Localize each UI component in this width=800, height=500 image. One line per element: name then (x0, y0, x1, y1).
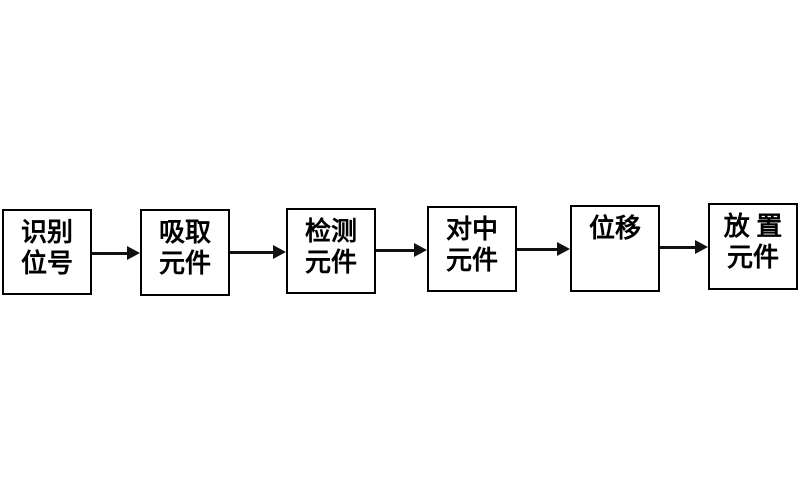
step-label-line: 位号 (20, 249, 73, 278)
step-label-line: 对中 (445, 215, 498, 244)
arrow-shaft (660, 245, 695, 249)
arrow-head-icon (695, 240, 708, 254)
step-label-line: 元件 (158, 249, 211, 278)
step-label-line: 位移 (588, 214, 641, 243)
arrow-shaft (517, 247, 557, 251)
step-box-pick-component: 吸取 元件 (140, 209, 230, 296)
arrow-shaft (230, 250, 273, 254)
flow-arrow-2 (230, 245, 286, 259)
step-label-line: 元件 (726, 243, 779, 272)
step-box-displacement: 位移 (570, 205, 660, 292)
arrow-head-icon (127, 246, 140, 260)
arrow-head-icon (273, 245, 286, 259)
step-label-line: 元件 (304, 248, 357, 277)
step-label-line: 识别 (20, 218, 73, 247)
step-label-line: 吸取 (158, 218, 211, 247)
step-label-line: 检测 (304, 217, 357, 246)
step-box-place-component: 放 置 元件 (708, 203, 798, 290)
step-label-line: 元件 (445, 246, 498, 275)
step-box-inspect-component: 检测 元件 (286, 208, 376, 294)
step-box-center-component: 对中 元件 (427, 206, 517, 292)
arrow-shaft (92, 251, 127, 255)
step-label-line: 放 置 (723, 212, 783, 241)
flow-arrow-3 (376, 243, 427, 257)
flow-arrow-4 (517, 242, 570, 256)
arrow-head-icon (557, 242, 570, 256)
arrow-shaft (376, 248, 414, 252)
flow-arrow-5 (660, 240, 708, 254)
arrow-head-icon (414, 243, 427, 257)
flow-arrow-1 (92, 246, 140, 260)
step-box-recognize-position: 识别 位号 (2, 209, 92, 295)
